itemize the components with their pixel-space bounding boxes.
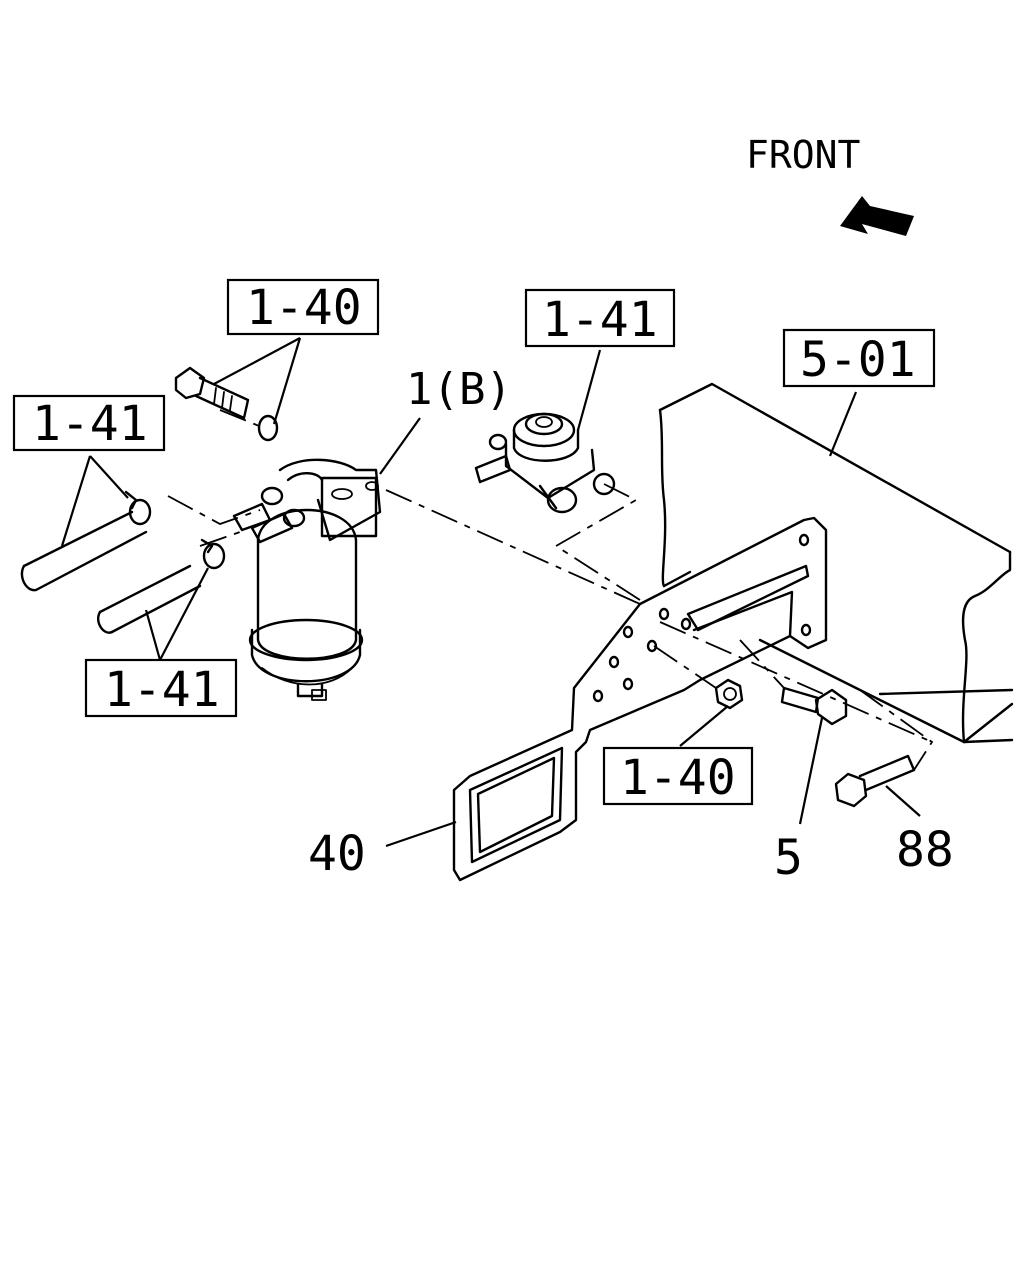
- callout-1-40-bottom: 1-40: [602, 746, 754, 806]
- svg-text:1-40: 1-40: [620, 750, 736, 806]
- svg-text:1-41: 1-41: [32, 396, 148, 452]
- leader-lines: [60, 337, 921, 848]
- bolt-5: [780, 686, 848, 726]
- svg-text:5-01: 5-01: [800, 332, 916, 388]
- callout-1-41-top: 1-41: [524, 288, 676, 348]
- svg-text:1-40: 1-40: [246, 280, 362, 336]
- part-number-40: 40: [308, 826, 366, 882]
- front-label: FRONT: [746, 133, 860, 177]
- callout-1-41-bottom: 1-41: [84, 658, 238, 718]
- bolt-88: [834, 754, 916, 808]
- dashed-assembly-lines: [167, 409, 934, 771]
- arrow-front-icon: [840, 196, 914, 236]
- nut: [714, 678, 744, 710]
- callout-1-41-left: 1-41: [12, 394, 166, 452]
- bracket: [452, 516, 828, 882]
- part-number-5: 5: [774, 830, 803, 886]
- svg-text:1-41: 1-41: [542, 292, 658, 348]
- part-number-1b: 1(B): [406, 364, 512, 415]
- callout-5-01: 5-01: [782, 328, 936, 388]
- svg-text:1-41: 1-41: [104, 662, 220, 718]
- bolt-top: [174, 366, 279, 442]
- hoses: [20, 490, 226, 634]
- priming-pump: [474, 412, 616, 514]
- fuel-filter-assembly: [232, 458, 382, 701]
- part-number-88: 88: [896, 822, 954, 878]
- callout-1-40-top: 1-40: [226, 278, 380, 336]
- frame-rail: [658, 382, 1014, 744]
